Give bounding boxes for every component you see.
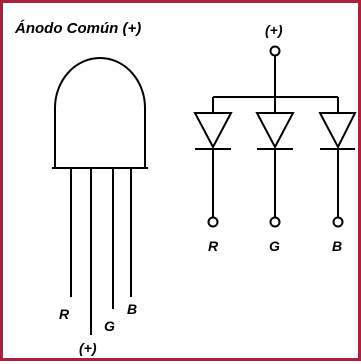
diode-g-label: G	[269, 238, 280, 254]
diode-b-triangle	[318, 112, 357, 150]
pin-b-label: B	[127, 301, 137, 317]
diode-g-triangle	[255, 112, 295, 150]
diode-r-terminal	[207, 216, 219, 228]
schematic-common-label: (+)	[265, 22, 283, 38]
common-anode-terminal	[269, 45, 281, 57]
schematic	[193, 45, 357, 228]
led-package	[52, 57, 148, 335]
rgb-led-diagram: Ánodo Común (+) R (+) G B (+)	[14, 20, 357, 356]
diode-r-triangle	[193, 112, 233, 150]
diode-b-terminal	[332, 216, 344, 228]
diode-b-label: B	[332, 238, 342, 254]
pin-r-label: R	[59, 306, 70, 322]
diode-b	[318, 97, 357, 228]
diode-g-terminal	[269, 216, 281, 228]
pin-common-label: (+)	[79, 340, 97, 356]
diode-g	[255, 97, 295, 228]
led-dome	[54, 57, 146, 168]
diode-r-label: R	[208, 238, 219, 254]
diode-r	[193, 97, 233, 228]
diagram-title: Ánodo Común (+)	[14, 20, 141, 37]
pin-g-label: G	[104, 318, 115, 334]
